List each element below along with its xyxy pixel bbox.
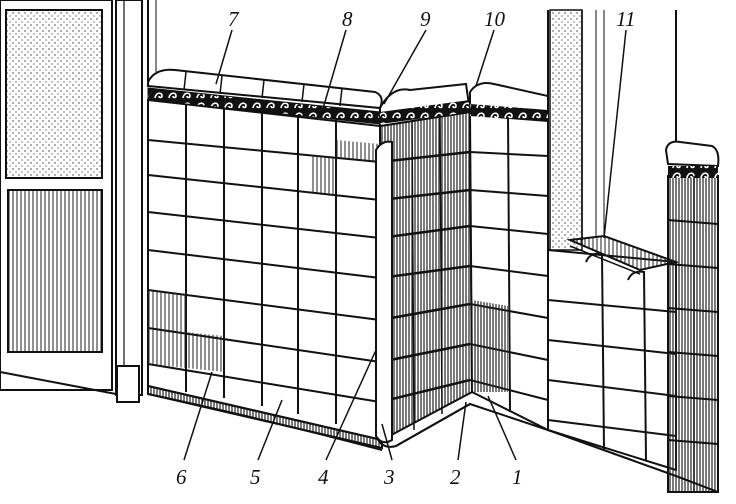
right-wall-tiles (468, 82, 680, 472)
window-reveal (549, 9, 583, 251)
door-upper-panel (5, 9, 103, 179)
callout-9: 9 (420, 7, 431, 31)
callout-1: 1 (512, 465, 523, 489)
callout-11: 11 (616, 7, 635, 31)
door-lower-panel (7, 189, 103, 353)
callout-labels: 1 2 3 4 5 6 7 8 9 10 11 (176, 7, 635, 489)
leader-lines (183, 29, 627, 461)
floor-line (395, 402, 719, 493)
door (0, 0, 143, 403)
callout-8: 8 (342, 7, 353, 31)
callout-10: 10 (484, 7, 506, 31)
callout-4: 4 (318, 465, 329, 489)
upper-wall (147, 0, 677, 251)
door-frame (115, 0, 143, 396)
skirting-left (147, 384, 383, 451)
callout-2: 2 (450, 465, 461, 489)
callout-5: 5 (250, 465, 261, 489)
callout-7: 7 (228, 7, 240, 31)
cornice-left (147, 68, 383, 125)
corner-column (375, 82, 474, 448)
door-frame-plinth (116, 365, 140, 403)
callout-6: 6 (176, 465, 187, 489)
callout-3: 3 (383, 465, 395, 489)
left-wall-tiles (147, 98, 384, 442)
right-pilaster (664, 140, 720, 493)
